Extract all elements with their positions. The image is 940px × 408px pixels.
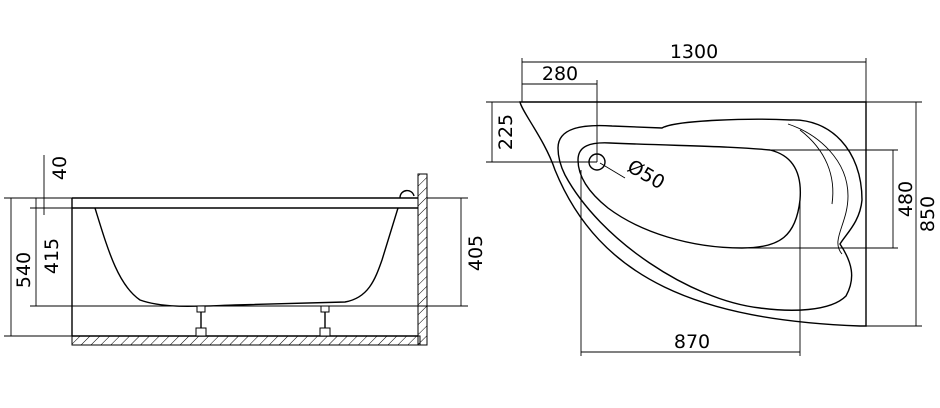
wall-hatch (417, 173, 428, 346)
dim-total-width-label: 850 (917, 196, 939, 232)
dim-drain-offset-y-label: 225 (495, 114, 517, 150)
dim-rim-thickness: 40 (38, 155, 71, 215)
dim-inner-length-label: 870 (674, 331, 710, 353)
dim-total-height-label: 540 (13, 252, 35, 288)
dim-tub-height: 415 (30, 198, 130, 307)
dim-inner-depth: 405 (380, 197, 487, 307)
support-leg-right (319, 305, 331, 337)
drain-icon (588, 153, 626, 179)
dim-total-height: 540 (4, 197, 72, 337)
dim-drain-offset-x: 280 (522, 63, 598, 162)
dim-inner-depth-label: 405 (465, 235, 487, 271)
dim-drain-offset-y: 225 (486, 101, 597, 163)
dim-drain-offset-x-label: 280 (542, 63, 578, 85)
tub-basin-profile (94, 207, 399, 307)
tub-apron (71, 197, 418, 337)
plan-rim-inner (557, 118, 863, 311)
dim-total-length: 1300 (521, 41, 867, 102)
dim-inner-length: 870 (580, 170, 801, 356)
dim-inner-width-label: 480 (895, 181, 917, 217)
dim-drain-diameter-label: Ø50 (624, 155, 669, 194)
dim-tub-height-label: 415 (41, 238, 63, 274)
dim-total-length-label: 1300 (670, 41, 718, 63)
floor-hatch (71, 335, 421, 346)
plan-view: Ø50 1300 280 225 870 (486, 41, 939, 356)
dim-rim-thickness-label: 40 (49, 156, 71, 180)
dim-inner-width: 480 (742, 149, 917, 249)
plan-backrest (787, 123, 849, 255)
side-view: 540 415 40 405 (4, 155, 487, 346)
overflow-fitting (399, 189, 415, 199)
support-leg-left (195, 305, 207, 337)
dim-total-width: 850 (866, 101, 939, 327)
plan-outer-outline (519, 101, 867, 327)
